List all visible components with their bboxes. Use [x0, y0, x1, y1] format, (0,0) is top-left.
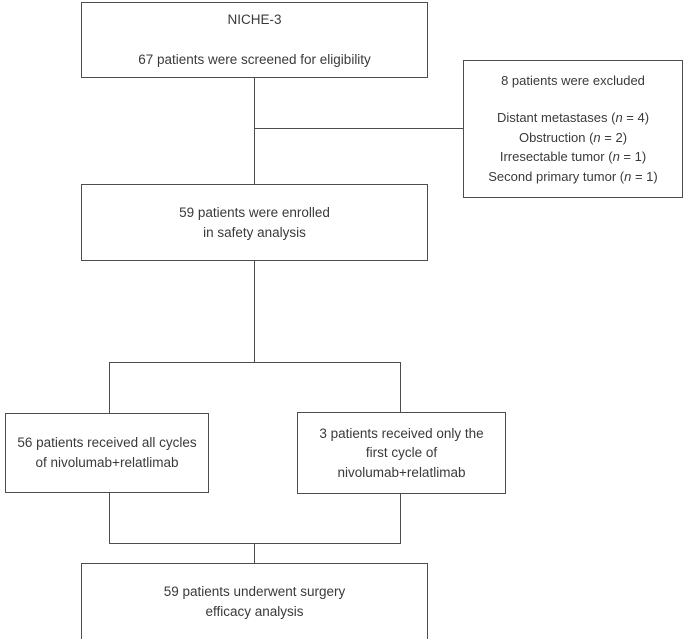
screening-title: NICHE-3: [227, 12, 282, 28]
screening-text: 67 patients were screened for eligibilit…: [138, 52, 371, 67]
excluded-reason-paren-open: (: [608, 149, 613, 165]
connector-merge-right-drop: [400, 493, 401, 544]
first-cycle-line-2: first cycle of: [365, 445, 438, 461]
node-surgery-efficacy: 59 patients underwent surgery efficacy a…: [81, 563, 428, 639]
connector-split-right-drop: [400, 362, 401, 413]
excluded-reason-n-symbol: n: [593, 129, 601, 145]
surgery-line-2: efficacy analysis: [205, 603, 304, 619]
enrolled-line-1: 59 patients were enrolled: [179, 204, 330, 220]
excluded-reason-paren-open: (: [589, 129, 594, 145]
excluded-reason-n-symbol: n: [624, 168, 632, 184]
connector-split-left-drop: [109, 362, 110, 414]
excluded-reason: Second primary tumor (n = 1): [488, 167, 657, 187]
enrolled-line-2: in safety analysis: [203, 224, 306, 240]
excluded-reason-n-value: = 4): [622, 110, 650, 126]
excluded-reason: Irresectable tumor (n = 1): [500, 147, 646, 167]
connector-enrolled-to-split: [254, 260, 255, 363]
connector-split-bar: [109, 362, 401, 363]
surgery-line-1: 59 patients underwent surgery: [163, 583, 346, 599]
all-cycles-line-2: of nivolumab+relatlimab: [35, 455, 179, 470]
excluded-reason-label: Second primary tumor: [488, 168, 617, 184]
excluded-reason-n-value: = 1): [631, 168, 658, 184]
excluded-reason: Obstruction (n = 2): [519, 128, 627, 148]
node-enrolled-safety: 59 patients were enrolled in safety anal…: [81, 184, 428, 261]
first-cycle-line-1: 3 patients received only the: [319, 425, 484, 441]
excluded-reason-n-value: = 2): [600, 129, 628, 145]
excluded-reason-n-symbol: n: [615, 110, 623, 126]
node-first-cycle-only: 3 patients received only the first cycle…: [297, 412, 506, 494]
excluded-reason-paren-open: (: [619, 168, 625, 184]
first-cycle-line-3: nivolumab+relatlimab: [337, 464, 466, 480]
excluded-reason-n-value: = 1): [619, 149, 647, 165]
connector-screening-to-enrolled: [254, 77, 255, 185]
connector-merge-left-drop: [109, 492, 110, 544]
excluded-heading: 8 patients were excluded: [501, 72, 645, 88]
excluded-reason-paren-open: (: [611, 110, 616, 126]
node-excluded: 8 patients were excluded Distant metasta…: [463, 60, 683, 198]
connector-merge-bar: [109, 543, 401, 544]
excluded-reason-label: Distant metastases: [496, 110, 608, 126]
node-all-cycles: 56 patients received all cycles of nivol…: [5, 413, 209, 493]
connector-to-excluded-box: [254, 128, 464, 129]
excluded-reason-label: Obstruction: [518, 129, 586, 145]
all-cycles-line-1: 56 patients received all cycles: [17, 435, 197, 451]
node-screening: NICHE-3 67 patients were screened for el…: [81, 2, 428, 78]
excluded-reason-label: Irresectable tumor: [499, 149, 605, 165]
excluded-reason: Distant metastases (n = 4): [497, 108, 649, 128]
excluded-reason-n-symbol: n: [612, 149, 620, 165]
connector-merge-to-surgery: [254, 543, 255, 564]
